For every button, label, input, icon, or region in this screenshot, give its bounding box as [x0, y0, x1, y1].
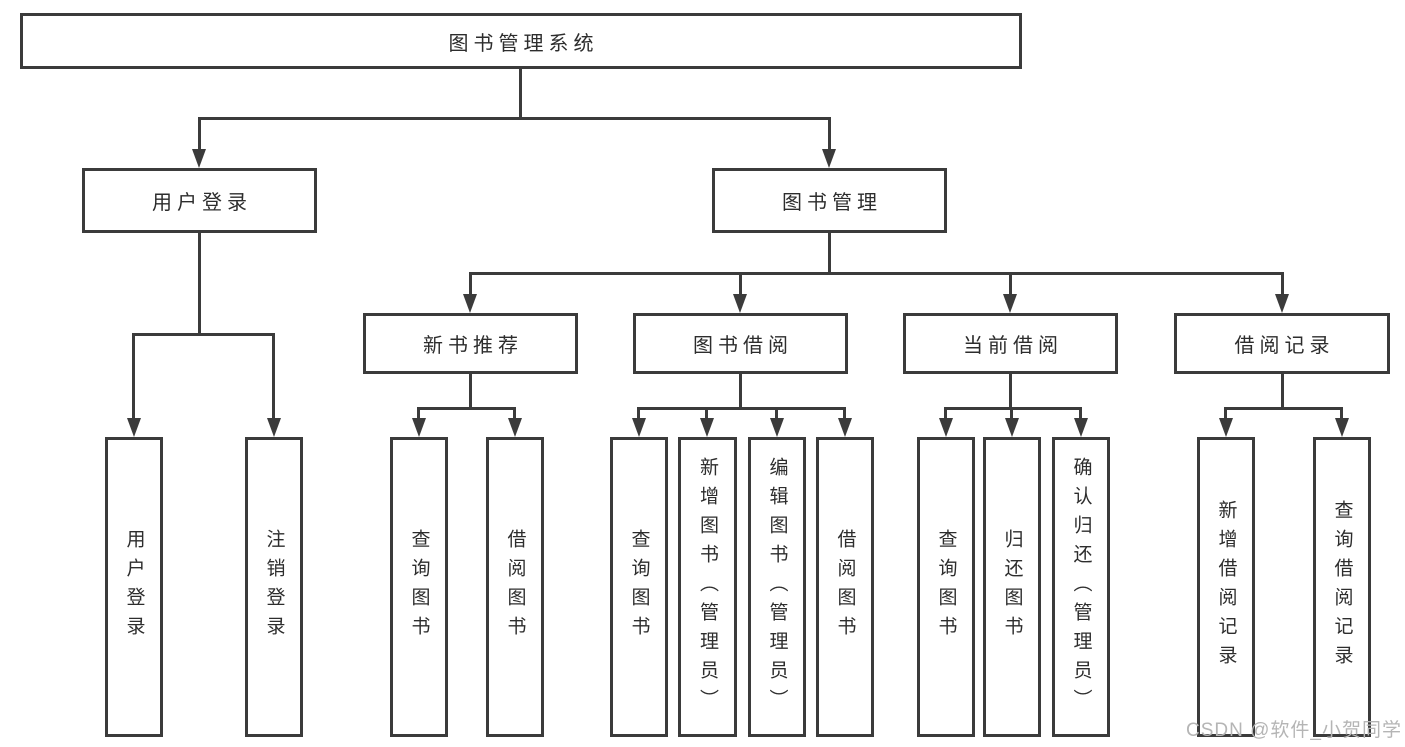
leaf-add-book-admin: 新增图书（管理员） [678, 437, 737, 737]
connector-drop-query-record [1340, 407, 1343, 419]
leaf-return-book: 归还图书 [983, 437, 1041, 737]
connector-drop-borrow-book-2 [843, 407, 846, 419]
connector-current-borrow-bar [944, 407, 1082, 410]
leaf-borrow-book-newrec-label: 借阅图书 [504, 529, 526, 645]
node-new-book-recommend: 新书推荐 [363, 313, 578, 374]
arrowhead-borrow-book-1 [508, 418, 522, 437]
leaf-logout: 注销登录 [245, 437, 303, 737]
node-current-borrow: 当前借阅 [903, 313, 1118, 374]
connector-user-login-bar [132, 333, 275, 336]
arrowhead-borrow-book-2 [838, 418, 852, 437]
connector-drop-borrow-book-1 [513, 407, 516, 419]
arrowhead-query-record [1335, 418, 1349, 437]
leaf-confirm-return-admin: 确认归还（管理员） [1052, 437, 1110, 737]
arrowhead-current-borrow [1003, 294, 1017, 313]
leaf-query-book-current-label: 查询图书 [935, 529, 957, 645]
leaf-edit-book-admin: 编辑图书（管理员） [748, 437, 806, 737]
arrowhead-leaf-user-login [127, 418, 141, 437]
leaf-borrow-book-newrec: 借阅图书 [486, 437, 544, 737]
connector-user-login-stem [198, 233, 201, 335]
csdn-watermark: CSDN @软件_小贺同学 [1186, 720, 1402, 741]
connector-drop-query-book-3 [944, 407, 947, 419]
connector-drop-query-book-1 [417, 407, 420, 419]
leaf-borrow-book-borrow: 借阅图书 [816, 437, 874, 737]
arrowhead-query-book-2 [632, 418, 646, 437]
leaf-borrow-book-borrow-label: 借阅图书 [834, 529, 856, 645]
leaf-query-book-newrec: 查询图书 [390, 437, 448, 737]
connector-drop-add-book [705, 407, 708, 419]
connector-level2-bar [469, 272, 1283, 275]
arrowhead-confirm-return [1074, 418, 1088, 437]
arrowhead-query-book-3 [939, 418, 953, 437]
arrowhead-return-book [1005, 418, 1019, 437]
leaf-query-book-borrow: 查询图书 [610, 437, 668, 737]
leaf-query-book-current: 查询图书 [917, 437, 975, 737]
leaf-logout-label: 注销登录 [263, 529, 285, 645]
leaf-query-borrow-record: 查询借阅记录 [1313, 437, 1371, 737]
node-user-login: 用户登录 [82, 168, 317, 233]
arrowhead-leaf-logout [267, 418, 281, 437]
connector-drop-return-book [1010, 407, 1013, 419]
arrowhead-user-login [192, 149, 206, 168]
connector-drop-leaf-logout [272, 333, 275, 419]
arrowhead-new-book [463, 294, 477, 313]
leaf-add-book-admin-label: 新增图书（管理员） [697, 456, 718, 718]
connector-root-stem [519, 68, 522, 118]
leaf-confirm-return-admin-label: 确认归还（管理员） [1070, 456, 1092, 718]
connector-drop-query-book-2 [637, 407, 640, 419]
connector-drop-book-management [828, 117, 831, 150]
connector-drop-new-book [469, 272, 472, 295]
leaf-query-book-newrec-label: 查询图书 [408, 529, 430, 645]
connector-new-book-bar [417, 407, 516, 410]
arrowhead-add-record [1219, 418, 1233, 437]
arrowhead-book-management [822, 149, 836, 168]
leaf-add-borrow-record: 新增借阅记录 [1197, 437, 1255, 737]
leaf-add-borrow-record-label: 新增借阅记录 [1215, 500, 1237, 674]
arrowhead-add-book [700, 418, 714, 437]
node-borrow-records: 借阅记录 [1174, 313, 1390, 374]
connector-borrow-records-bar [1224, 407, 1343, 410]
node-library-management-system: 图书管理系统 [20, 13, 1022, 69]
arrowhead-edit-book [770, 418, 784, 437]
connector-book-management-stem [828, 233, 831, 274]
connector-drop-edit-book [775, 407, 778, 419]
connector-borrow-records-stem [1281, 373, 1284, 410]
node-book-borrow: 图书借阅 [633, 313, 848, 374]
leaf-query-borrow-record-label: 查询借阅记录 [1331, 500, 1353, 674]
connector-book-borrow-stem [739, 373, 742, 410]
connector-drop-add-record [1224, 407, 1227, 419]
leaf-user-login: 用户登录 [105, 437, 163, 737]
connector-book-borrow-bar [637, 407, 846, 410]
arrowhead-book-borrow [733, 294, 747, 313]
connector-drop-confirm-return [1079, 407, 1082, 419]
connector-drop-book-borrow [739, 272, 742, 295]
leaf-query-book-borrow-label: 查询图书 [628, 529, 650, 645]
arrowhead-query-book-1 [412, 418, 426, 437]
connector-drop-user-login [198, 117, 201, 150]
arrowhead-borrow-records [1275, 294, 1289, 313]
leaf-return-book-label: 归还图书 [1001, 529, 1023, 645]
leaf-user-login-label: 用户登录 [123, 529, 145, 645]
leaf-edit-book-admin-label: 编辑图书（管理员） [766, 456, 788, 718]
connector-drop-borrow-records [1281, 272, 1284, 295]
node-book-management: 图书管理 [712, 168, 947, 233]
connector-current-borrow-stem [1009, 373, 1012, 410]
connector-drop-leaf-user-login [132, 333, 135, 419]
connector-level1-bar [198, 117, 831, 120]
connector-new-book-stem [469, 373, 472, 410]
connector-drop-current-borrow [1009, 272, 1012, 295]
